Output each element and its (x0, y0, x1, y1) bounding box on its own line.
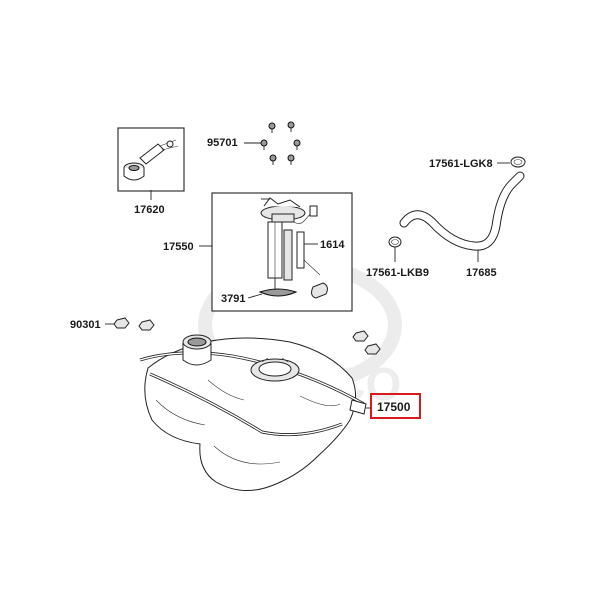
hose-17685: 17685 (399, 171, 525, 279)
clamp-17561-lkb9: 17561-LKB9 (366, 236, 429, 279)
callout-1614: 1614 (320, 239, 345, 251)
nut-icon (113, 317, 381, 355)
fuel-cap-group: 17620 (117, 127, 185, 216)
highlight-box-17500 (370, 393, 421, 419)
float-icon (311, 282, 328, 299)
screw-icon (260, 121, 301, 165)
clamp-icon (510, 156, 526, 168)
clamp-icon (388, 236, 402, 248)
callout-17561-lgk8: 17561-LGK8 (429, 158, 493, 170)
callout-90301: 90301 (70, 319, 101, 331)
callout-3791: 3791 (221, 293, 245, 305)
clamp-17561-lgk8: 17561-LGK8 (429, 156, 526, 170)
screws-95701: 95701 (207, 121, 301, 165)
callout-17550: 17550 (163, 241, 194, 253)
callout-17500: 17500 (377, 400, 411, 414)
callout-17561-lkb9: 17561-LKB9 (366, 267, 429, 279)
fuel-tank-17500: 17500 (139, 334, 421, 492)
callout-17685: 17685 (466, 267, 497, 279)
nuts-90301: 90301 (70, 317, 381, 355)
fuel-pump-group: 17550 1614 3791 (163, 192, 353, 312)
hose-icon (399, 171, 525, 251)
callout-17620: 17620 (134, 204, 165, 216)
callout-95701: 95701 (207, 137, 238, 149)
